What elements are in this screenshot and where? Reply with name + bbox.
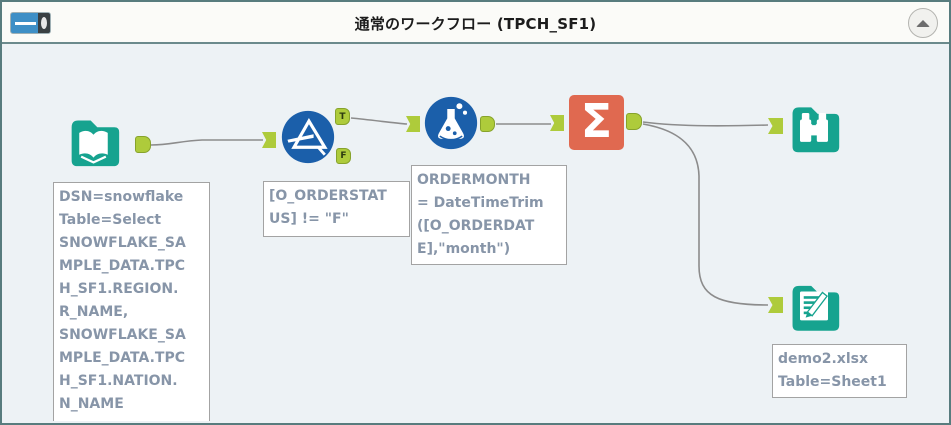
sigma-glyph: Σ <box>580 93 613 148</box>
formula-output-anchor[interactable] <box>480 116 495 132</box>
wire-summarize-to-output[interactable] <box>642 123 769 306</box>
output-tool-annotation[interactable]: demo2.xlsx Table=Sheet1 <box>772 344 907 398</box>
browse-tool[interactable] <box>786 99 842 160</box>
toggle-bar-icon <box>15 22 36 25</box>
wire-input-to-filter[interactable] <box>150 139 263 146</box>
container-titlebar: 通常のワークフロー (TPCH_SF1) <box>2 2 949 44</box>
summarize-input-anchor[interactable] <box>550 115 564 131</box>
output-data-tool[interactable] <box>786 277 842 339</box>
wire-summarize-to-browse[interactable] <box>642 121 769 127</box>
formula-tool-annotation[interactable]: ORDERMONTH = DateTimeTrim ([O_ORDERDAT E… <box>411 165 567 265</box>
summarize-sigma-icon: Σ <box>569 95 624 150</box>
input-data-icon <box>71 120 120 167</box>
filter-input-anchor[interactable] <box>262 132 276 148</box>
container-enabled-toggle[interactable] <box>10 12 51 34</box>
formula-tool[interactable] <box>423 95 479 156</box>
filter-true-output-anchor[interactable]: T <box>335 108 350 125</box>
formula-icon <box>424 96 478 150</box>
filter-icon <box>281 110 335 164</box>
workflow-canvas[interactable]: DSN=snowflake Table=Select SNOWFLAKE_SA … <box>2 44 949 421</box>
filter-tool-annotation[interactable]: [O_ORDERSTAT US] != "F" <box>263 181 410 237</box>
chevron-up-icon <box>916 19 930 27</box>
container-title: 通常のワークフロー (TPCH_SF1) <box>354 14 597 33</box>
output-data-icon <box>792 285 840 331</box>
input-output-anchor[interactable] <box>135 136 151 153</box>
connection-wires <box>150 117 769 306</box>
browse-binoculars-icon <box>792 107 840 153</box>
output-input-anchor[interactable] <box>768 297 783 313</box>
filter-false-output-anchor[interactable]: F <box>336 148 351 164</box>
input-data-tool[interactable] <box>65 112 122 174</box>
browse-input-anchor[interactable] <box>768 118 783 134</box>
formula-input-anchor[interactable] <box>406 116 420 132</box>
toggle-knob <box>38 13 50 33</box>
input-tool-annotation[interactable]: DSN=snowflake Table=Select SNOWFLAKE_SA … <box>53 182 210 421</box>
summarize-tool[interactable]: Σ <box>569 95 624 150</box>
summarize-output-anchor[interactable] <box>626 113 642 130</box>
wire-filter-true-to-formula[interactable] <box>350 117 408 125</box>
filter-tool[interactable] <box>280 109 336 170</box>
collapse-container-button[interactable] <box>908 8 938 38</box>
